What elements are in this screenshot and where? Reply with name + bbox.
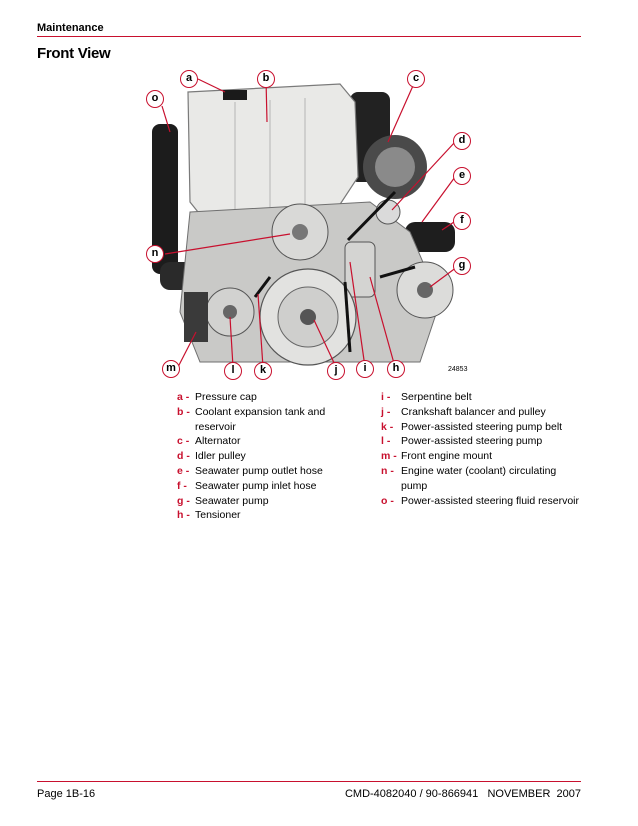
page-number: Page 1B-16 (37, 788, 96, 800)
legend-item: l - Power-assisted steering pump (381, 434, 581, 449)
legend-item: d - Idler pulley (177, 449, 357, 464)
legend-text: Engine water (coolant) circulating pump (401, 464, 557, 492)
legend-item: f - Seawater pump inlet hose (177, 479, 357, 494)
callout-b: b (257, 70, 275, 88)
legend-key: k - (381, 420, 394, 433)
legend-item: c - Alternator (177, 434, 357, 449)
document-id: CMD-4082040 / 90-866941 NOVEMBER 2007 (344, 788, 581, 800)
legend-key: d - (177, 450, 190, 463)
legend-key: o - (381, 494, 394, 507)
legend-text: Crankshaft balancer and pulley (401, 405, 546, 418)
legend-key: n - (381, 464, 394, 477)
callout-d: d (453, 132, 471, 150)
callout-g: g (453, 257, 471, 275)
legend-key: f - (177, 479, 187, 492)
legend-text: Seawater pump inlet hose (195, 479, 317, 492)
legend-key: i - (381, 391, 391, 403)
legend-left: a - Pressure cap b - Coolant expansion tan… (177, 390, 357, 523)
figure-number: 24853 (448, 366, 468, 373)
section-label: Maintenance (37, 22, 104, 34)
legend-text: Seawater pump (195, 494, 269, 507)
legend-text: Power-assisted steering pump belt (401, 420, 563, 433)
legend-key: c - (177, 435, 190, 448)
callout-l: l (224, 362, 242, 380)
callout-i: i (356, 360, 374, 378)
legend-key: b - (177, 405, 190, 418)
legend-item: k - Power-assisted steering pump belt (381, 420, 581, 435)
legend-text: Coolant expansion tank and reservoir (195, 405, 326, 433)
legend-text: Power-assisted steering pump (401, 435, 543, 448)
legend-item: e - Seawater pump outlet hose (177, 464, 357, 479)
legend-text: Power-assisted steering fluid reservoir (401, 494, 579, 507)
legend-item: m - Front engine mount (381, 449, 581, 464)
callout-o: o (146, 90, 164, 108)
legend-text: Seawater pump outlet hose (195, 464, 323, 477)
callout-n: n (146, 245, 164, 263)
callout-e: e (453, 167, 471, 185)
legend-key: e - (177, 464, 190, 477)
callout-c: c (407, 70, 425, 88)
footer-rule (37, 781, 581, 782)
legend-item: a - Pressure cap (177, 390, 357, 405)
page-title: Front View (37, 45, 111, 62)
engine-front-view-figure: a b c o d e f n g m l k j i h (140, 62, 485, 382)
legend-item: g - Seawater pump (177, 494, 357, 509)
callout-f: f (453, 212, 471, 230)
legend-key: l - (381, 435, 391, 448)
legend-text: Pressure cap (195, 391, 257, 403)
legend-text: Front engine mount (401, 450, 493, 463)
header-rule (37, 36, 581, 37)
legend-item: h - Tensioner (177, 508, 357, 523)
callout-j: j (327, 362, 345, 380)
legend-text: Alternator (195, 435, 241, 448)
legend-item: i - Serpentine belt (381, 390, 581, 405)
legend-item: n - Engine water (coolant) circulating pu… (381, 464, 581, 494)
legend-text: Idler pulley (195, 450, 246, 463)
legend-item: b - Coolant expansion tank and reservoir (177, 405, 357, 435)
engine-illustration (152, 78, 458, 368)
callout-h: h (387, 360, 405, 378)
legend-key: a - (177, 391, 190, 403)
legend-key: g - (177, 494, 190, 507)
legend-item: j - Crankshaft balancer and pulley (381, 405, 581, 420)
callout-k: k (254, 362, 272, 380)
callout-m: m (162, 360, 180, 378)
callout-a: a (180, 70, 198, 88)
legend-right: i - Serpentine belt j - Crankshaft balance… (381, 390, 581, 508)
legend-text: Tensioner (195, 509, 241, 522)
legend-item: o - Power-assisted steering fluid reservo… (381, 494, 581, 509)
legend-text: Serpentine belt (401, 391, 472, 403)
legend-key: h - (177, 509, 190, 522)
legend-key: m - (381, 450, 397, 463)
legend-key: j - (381, 405, 391, 418)
